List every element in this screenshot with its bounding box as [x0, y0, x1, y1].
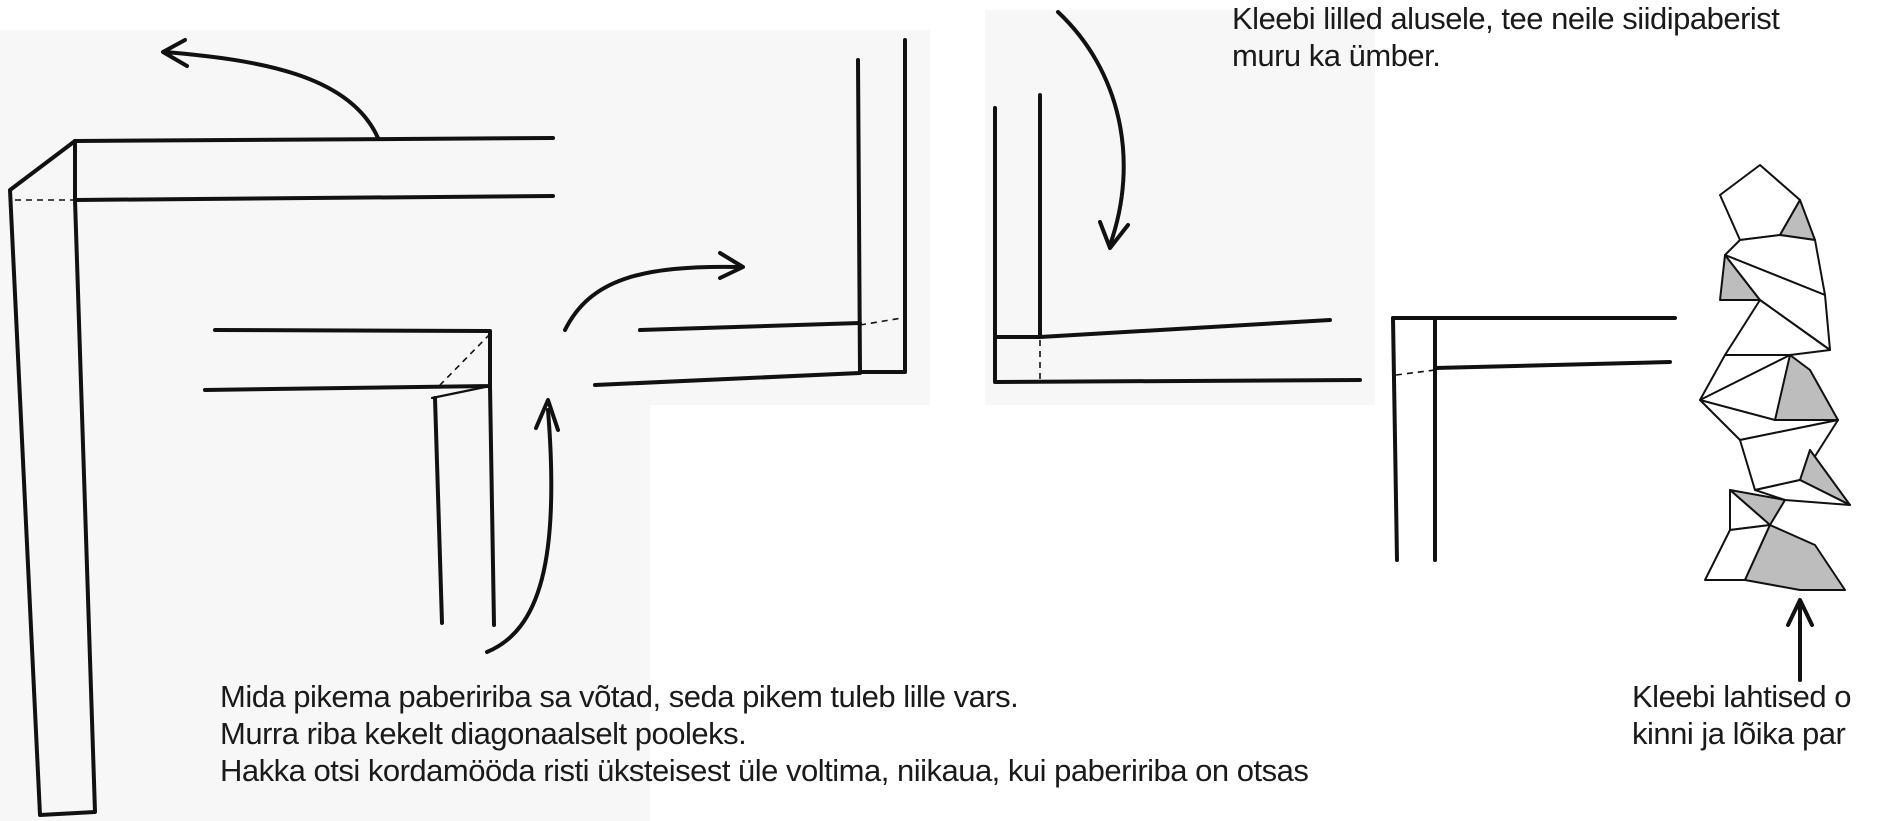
strip-step-3 [563, 38, 907, 387]
strip-2-fold-line [439, 333, 491, 386]
arrow-3-head [718, 251, 745, 280]
sketch-background-right [985, 10, 1375, 405]
arrow-3-curve [563, 264, 742, 332]
strip-3-vertical [856, 38, 907, 374]
strip-1-vertical [8, 139, 97, 817]
instruction-line: Murra riba kekelt diagonaalselt pooleks. [220, 716, 747, 752]
strip-step-1 [8, 38, 555, 817]
strip-4-vertical [993, 93, 1042, 337]
strip-1-outline [73, 136, 555, 202]
sketch-background-left [0, 30, 650, 821]
stem-face [1754, 479, 1851, 506]
strip-3-fold-line [859, 317, 903, 326]
stem-face [1699, 354, 1791, 401]
strip-3-horizontal [593, 321, 862, 387]
stem-face [1744, 524, 1846, 591]
arrow-1-curve [163, 50, 380, 140]
strip-5-fold-line [1395, 369, 1436, 376]
strip-2-fold-edge [430, 384, 492, 400]
instruction-line: Hakka otsi kordamööda risti üksteisest ü… [220, 753, 1309, 789]
arrow-4-head [1098, 220, 1130, 250]
arrow-1-head [161, 38, 189, 68]
bottom-instructions: Mida pikema pabeririba sa võtad, seda pi… [220, 678, 1309, 790]
sketch-background-middle [650, 30, 930, 405]
arrow-2-curve [485, 408, 554, 654]
stem-face [1774, 354, 1839, 421]
arrow-2-head [534, 398, 560, 432]
instruction-line: Kleebi lahtised o [1632, 679, 1852, 714]
stem-arrow-head [1786, 598, 1814, 627]
folded-stem [1699, 164, 1851, 682]
top-right-instructions: Kleebi lilled alusele, tee neile siidipa… [1232, 0, 1780, 74]
strip-5-horizontal [1391, 316, 1677, 370]
strip-2-horizontal [203, 328, 492, 392]
instruction-line: kinni ja lõika par [1632, 716, 1846, 752]
instruction-line: Mida pikema pabeririba sa võtad, seda pi… [220, 679, 1019, 714]
strip-5-vertical [1391, 316, 1437, 562]
strip-2-vertical-left [433, 396, 444, 625]
arrow-4-curve [1056, 10, 1126, 247]
strip-4-horizontal [993, 318, 1362, 384]
strip-2-vertical-right [488, 384, 496, 627]
bottom-right-instructions: Kleebi lahtised o kinni ja lõika par [1632, 678, 1852, 752]
instruction-line: muru ka ümber. [1232, 38, 1441, 74]
strip-step-2 [203, 328, 560, 654]
stem-face [1724, 234, 1826, 296]
strip-step-5 [1391, 316, 1677, 562]
instruction-line: Kleebi lilled alusele, tee neile siidipa… [1232, 1, 1780, 36]
strip-step-4 [993, 10, 1362, 384]
